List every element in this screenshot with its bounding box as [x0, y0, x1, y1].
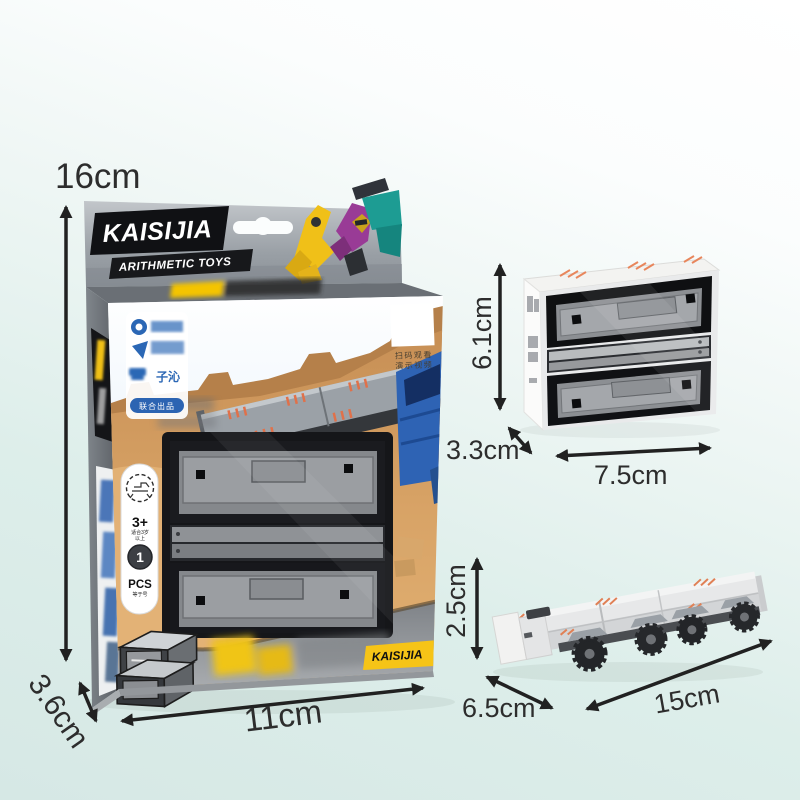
- vehicle-length-arrow: [585, 638, 773, 712]
- bottom-banner: KAISIJIA: [363, 640, 438, 670]
- window-drawer-bottom: [170, 563, 385, 633]
- badges-capsule: 3+ 适合3岁 以上 1 PCS 等于号: [120, 463, 159, 615]
- folded-gloss: [580, 284, 716, 416]
- partner-pill-text: 联合出品: [139, 401, 175, 411]
- folded-drawer-bottom: [547, 361, 711, 426]
- box-height-label: 16cm: [55, 157, 141, 196]
- product-box: KAISIJIA ARITHMETIC TOYS: [84, 178, 443, 713]
- vehicle-deck-top: [499, 578, 759, 641]
- vehicle-chassis-arms: [567, 596, 755, 642]
- count-note-text: 等于号: [132, 591, 147, 598]
- box-side-panel: [86, 287, 121, 708]
- censored-logo-top: [170, 278, 322, 298]
- partner-logo-text-1: [151, 321, 183, 332]
- folded-depth-arrow: [507, 426, 533, 455]
- box-front: KAISIJIA: [108, 296, 443, 689]
- partner-logo-text-2: [151, 341, 184, 354]
- folded-middle-slats: [547, 335, 711, 373]
- folded-depth-label: 3.3cm: [446, 435, 520, 465]
- folded-width-arrow: [555, 442, 712, 462]
- box-width-arrow: [120, 682, 425, 727]
- folded-side-prints: [527, 296, 539, 383]
- side-logo-marks: [94, 339, 107, 425]
- brand-plate: [90, 206, 229, 255]
- window-gloss: [210, 432, 393, 624]
- tagline-text: ARITHMETIC TOYS: [118, 256, 232, 274]
- sand-cubes: [394, 536, 425, 578]
- tagline-plate: [109, 249, 253, 279]
- vehicle-depth-label: 6.5cm: [462, 693, 536, 723]
- qr-caption-1: 扫码观看: [395, 349, 433, 360]
- qr-caption-2: 演示视频: [395, 359, 433, 370]
- vehicle-deck-far: [498, 571, 756, 628]
- side-photo-strip: [96, 466, 119, 696]
- count-unit-text: PCS: [128, 579, 152, 591]
- count-badge-text: 1: [136, 549, 144, 565]
- box-top-edge: [86, 278, 443, 303]
- folded-drawer-top: [546, 276, 712, 348]
- bottom-banner-text: KAISIJIA: [371, 647, 422, 664]
- qr-code-box: 扫码观看 演示视频: [390, 303, 435, 371]
- side-photo-thumbs: [98, 479, 121, 683]
- product-window-blocks: [162, 432, 393, 638]
- age-badge-text: 3+: [132, 514, 148, 530]
- orange-ticks-folded: [559, 255, 703, 279]
- brand-text: KAISIJIA: [102, 215, 213, 248]
- partner-name-text: 子沁: [156, 369, 180, 384]
- partner-panel: 子沁 联合出品: [126, 312, 188, 419]
- dimension-arrows: [59, 205, 773, 727]
- vehicle-nose: [491, 606, 553, 665]
- age-note-1: 适合3岁: [131, 529, 149, 536]
- partner-logo-truck: [129, 368, 146, 380]
- assembly-icon: [125, 473, 155, 503]
- age-note-2: 以上: [135, 535, 145, 542]
- window-middle-slats: [170, 525, 385, 561]
- truck-cab: [396, 350, 443, 504]
- folded-height-label: 6.1cm: [467, 296, 498, 370]
- vehicle-height-label: 2.5cm: [441, 564, 472, 638]
- box-depth-arrow: [78, 681, 98, 723]
- partner-logo-pick: [132, 341, 148, 359]
- count-badge-circle: [127, 544, 153, 570]
- hang-slot-icon: [233, 217, 293, 235]
- window-drawer-top: [170, 441, 385, 523]
- folded-width-label: 7.5cm: [594, 460, 668, 490]
- folded-toy: [522, 255, 721, 432]
- vehicle-depth-arrow: [485, 675, 554, 710]
- partner-pill: [130, 398, 184, 413]
